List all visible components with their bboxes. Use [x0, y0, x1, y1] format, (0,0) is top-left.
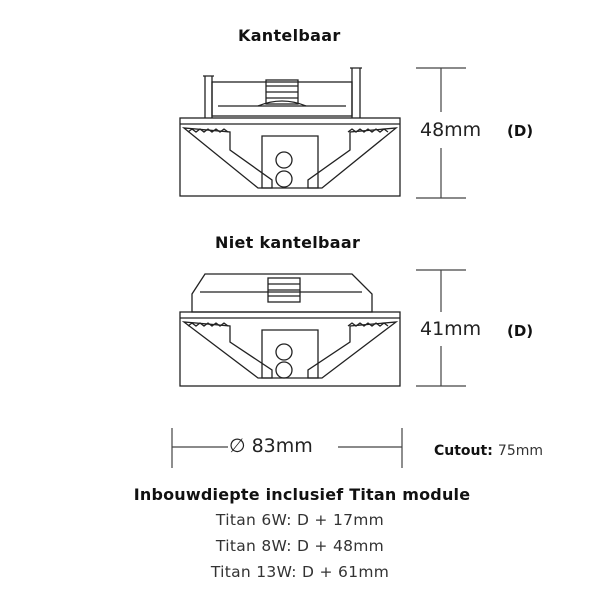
diameter-dimension	[171, 428, 403, 468]
height-dimension-tilting	[416, 67, 466, 199]
tilting-title: Kantelbaar	[238, 26, 341, 45]
tilting-height-label: 48mm	[420, 119, 482, 141]
height-dimension-non-tilting	[416, 269, 466, 387]
non-tilting-height-ref: (D)	[507, 322, 534, 340]
depth-line-6w: Titan 6W: D + 17mm	[215, 511, 385, 529]
tilting-fixture-drawing	[179, 67, 401, 197]
cutout-label: Cutout:	[434, 443, 493, 459]
cutout-value: 75mm	[497, 443, 543, 459]
depth-line-8w: Titan 8W: D + 48mm	[215, 537, 385, 555]
non-tilting-title: Niet kantelbaar	[215, 233, 361, 252]
diameter-label: ∅ 83mm	[229, 435, 313, 457]
non-tilting-height-label: 41mm	[420, 318, 482, 340]
cutout-info: Cutout: 75mm	[434, 440, 543, 459]
non-tilting-fixture-drawing	[179, 273, 401, 387]
depth-heading: Inbouwdiepte inclusief Titan module	[133, 485, 471, 504]
depth-line-13w: Titan 13W: D + 61mm	[210, 563, 390, 581]
tilting-height-ref: (D)	[507, 122, 534, 140]
